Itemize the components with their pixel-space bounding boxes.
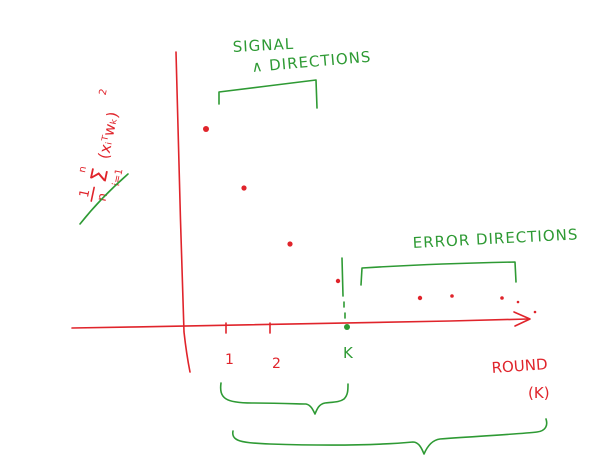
x-axis-arrowhead: [513, 311, 531, 327]
tick-label-k: K: [343, 344, 354, 362]
objective-formula: 1 n n Σ i=1 (xᵢᵀwₖ) 2: [77, 88, 125, 203]
x-axis: [71, 318, 529, 329]
data-point-9: [533, 310, 537, 314]
data-point-1: [203, 126, 209, 132]
formula-sum-bottom: i=1: [111, 168, 125, 187]
formula-term: (xᵢᵀwₖ): [95, 110, 123, 160]
tick-label-2: 2: [272, 356, 281, 372]
formula-underline: [79, 173, 129, 225]
data-point-2: [241, 185, 247, 191]
formula-fraction-bar: [90, 186, 95, 202]
formula-coef-num: 1: [77, 188, 93, 199]
data-point-3: [287, 241, 293, 247]
k-divider-line: [341, 257, 346, 319]
signal-bracket: [218, 79, 318, 109]
data-point-8: [516, 300, 520, 304]
round-k-label: (K): [528, 384, 550, 402]
formula-sum-symbol: Σ: [87, 166, 114, 185]
signal-label-line1: SIGNAL: [232, 35, 294, 56]
round-label: ROUND: [491, 355, 548, 377]
formula-power: 2: [98, 88, 110, 97]
error-bracket: [360, 261, 517, 286]
lower-brace-small: [219, 382, 349, 415]
error-label: ERROR DIRECTIONS: [412, 225, 579, 252]
y-axis: [175, 51, 191, 373]
k-axis-marker: [344, 324, 350, 330]
data-point-7: [500, 296, 504, 300]
formula-sum-top: n: [77, 165, 89, 173]
data-point-5: [417, 295, 423, 301]
data-point-6: [450, 294, 454, 298]
data-point-4: [335, 278, 341, 284]
lower-brace-large: [232, 418, 548, 455]
tick-label-1: 1: [225, 352, 234, 368]
